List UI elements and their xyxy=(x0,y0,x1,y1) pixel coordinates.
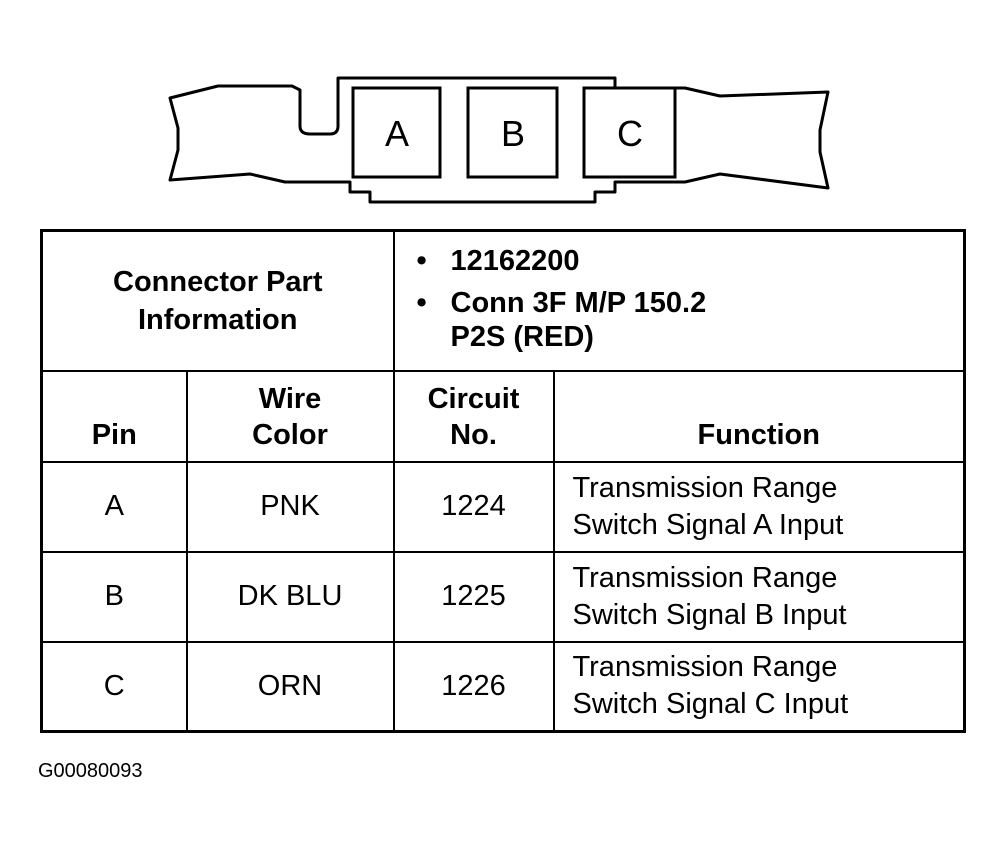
function-line1: Transmission Range xyxy=(572,471,838,504)
connector-outline: A B C xyxy=(168,76,830,204)
header-wire-line2: Color xyxy=(252,418,328,451)
header-circuit-no: Circuit No. xyxy=(392,369,555,463)
figure-id: G00080093 xyxy=(38,760,143,782)
function-cell: Transmission Range Switch Signal B Input xyxy=(552,550,966,643)
function-line1: Transmission Range xyxy=(572,561,838,594)
header-pin-text: Pin xyxy=(91,418,137,451)
header-function-text: Function xyxy=(697,418,820,451)
part-number: 12162200 xyxy=(450,244,580,277)
connector-diagram: A B C xyxy=(160,70,840,210)
part-info-item: • 12162200 xyxy=(417,244,964,278)
pin-label-c: C xyxy=(617,113,643,154)
header-row: Pin Wire Color Circuit No. Function xyxy=(40,369,966,463)
bullet-glyph: • xyxy=(416,244,427,277)
pin-cell: A xyxy=(40,460,188,553)
function-cell: Transmission Range Switch Signal C Input xyxy=(552,640,966,733)
table-row: B DK BLU 1225 Transmission Range Switch … xyxy=(40,550,966,643)
bullet-glyph: • xyxy=(416,286,427,319)
part-info-label-line2: Information xyxy=(138,303,298,336)
header-circuit-line2: No. xyxy=(450,418,497,451)
function-cell: Transmission Range Switch Signal A Input xyxy=(552,460,966,553)
pin-box-b xyxy=(466,86,559,179)
table-row: A PNK 1224 Transmission Range Switch Sig… xyxy=(40,460,966,553)
pin-label-b: B xyxy=(501,113,525,154)
connector-description-line2: P2S (RED) xyxy=(450,320,594,353)
pin-box-a xyxy=(351,86,442,179)
header-wire-line1: Wire xyxy=(258,382,322,415)
connector-pinout-table: Connector Part Information • 12162200 • … xyxy=(40,229,967,733)
pin-cell: C xyxy=(40,640,188,733)
pin-cell: B xyxy=(40,550,188,643)
circuit-cell: 1224 xyxy=(392,460,555,553)
part-info-values: • 12162200 • Conn 3F M/P 150.2 P2S (RED) xyxy=(392,229,966,372)
function-line2: Switch Signal B Input xyxy=(572,598,847,631)
header-pin: Pin xyxy=(40,369,188,463)
connector-description-line1: Conn 3F M/P 150.2 xyxy=(450,286,707,319)
function-line2: Switch Signal C Input xyxy=(572,688,849,721)
pin-label-a: A xyxy=(385,113,409,154)
function-line1: Transmission Range xyxy=(572,651,838,684)
circuit-cell: 1225 xyxy=(392,550,555,643)
wire-color-cell: ORN xyxy=(185,640,395,733)
function-line2: Switch Signal A Input xyxy=(572,508,844,541)
pin-box-c xyxy=(582,86,677,179)
part-info-item: • Conn 3F M/P 150.2 P2S (RED) xyxy=(417,286,964,354)
part-info-label-line1: Connector Part xyxy=(113,265,323,298)
wire-color-cell: PNK xyxy=(185,460,395,553)
header-function: Function xyxy=(552,369,966,463)
circuit-cell: 1226 xyxy=(392,640,555,733)
part-info-row: Connector Part Information • 12162200 • … xyxy=(40,229,966,372)
part-info-label: Connector Part Information xyxy=(40,229,395,372)
wire-color-cell: DK BLU xyxy=(185,550,395,643)
table-row: C ORN 1226 Transmission Range Switch Sig… xyxy=(40,640,966,733)
header-circuit-line1: Circuit xyxy=(427,382,520,415)
header-wire-color: Wire Color xyxy=(185,369,395,463)
